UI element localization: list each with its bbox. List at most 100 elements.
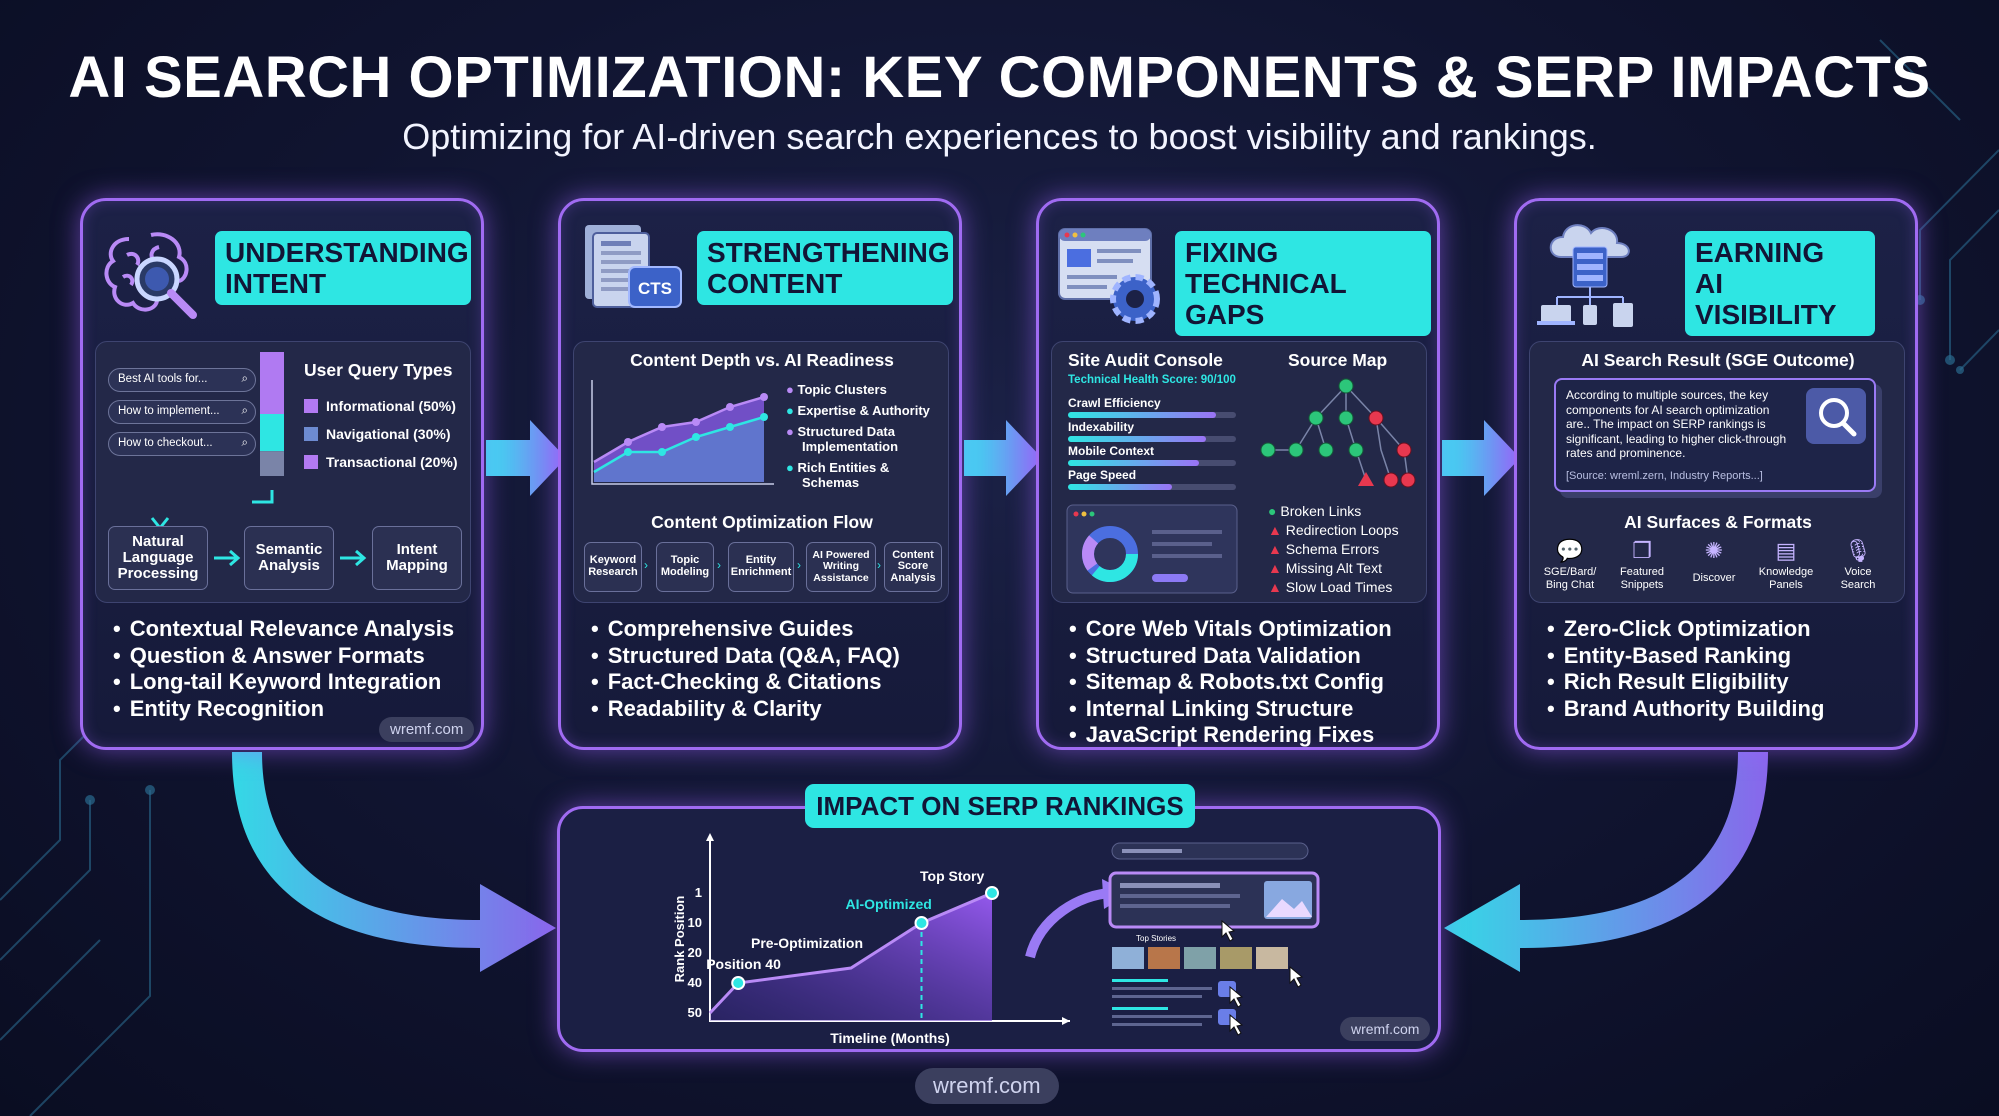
connector-arrows (486, 420, 1520, 496)
arrow-right-icon (340, 549, 367, 567)
audit-bar-label: Crawl Efficiency (1068, 396, 1161, 410)
chart-point (726, 423, 734, 431)
bar-transactional (260, 451, 284, 476)
chart-annotation: AI-Optimized (846, 896, 932, 912)
source-map-title: Source Map (1288, 350, 1388, 370)
chart-annotation: Pre-Optimization (751, 935, 863, 951)
warning-icon: ▲ (1268, 522, 1286, 538)
sge-result-source: [Source: wreml.zern, Industry Reports...… (1566, 470, 1763, 482)
query-pill[interactable]: How to checkout...⌕ (108, 432, 256, 456)
watermark-badge: wremf.com (379, 717, 475, 742)
bullet-item: Long-tail Keyword Integration (113, 669, 454, 696)
chart-point (624, 448, 632, 456)
content-depth-chart (591, 380, 774, 485)
sge-result-text: According to multiple sources, the key c… (1566, 388, 1787, 460)
chevron-right-icon: › (644, 558, 648, 572)
chart-annotation: Position 40 (706, 956, 781, 972)
bullet-item: Rich Result Eligibility (1547, 669, 1824, 696)
chart-point (658, 448, 666, 456)
rank-point (985, 886, 999, 900)
audit-bar (1068, 484, 1236, 490)
search-icon: ⌕ (241, 405, 248, 417)
monitor-gear-icon (1058, 228, 1160, 324)
flow-step-intent-mapping: Intent Mapping (372, 526, 462, 590)
audit-bar (1068, 460, 1236, 466)
flow-title: Content Optimization Flow (651, 512, 873, 532)
card-header: FIXING TECHNICAL GAPS (1175, 231, 1431, 336)
rank-line (708, 891, 993, 1015)
legend-item: ● Rich Entities & Schemas (786, 460, 890, 490)
series-1-area (594, 397, 764, 482)
audit-bar (1068, 412, 1236, 418)
chart-point (726, 403, 734, 411)
query-pill[interactable]: How to implement...⌕ (108, 400, 256, 424)
card-strengthening-content: CTS STRENGTHENING CONTENT Content Depth … (558, 198, 962, 750)
query-pill[interactable]: Best AI tools for...⌕ (108, 368, 256, 392)
audit-bar-label: Indexability (1068, 420, 1135, 434)
warning-icon: ▲ (1268, 541, 1286, 557)
brain-magnifier-icon (104, 232, 197, 319)
cursor-icon (1221, 919, 1304, 1036)
y-axis-label: Rank Position (672, 896, 687, 983)
chat-icon: 💬 (1556, 538, 1584, 563)
audit-bar-fill (1068, 484, 1173, 490)
audit-bar-fill (1068, 412, 1216, 418)
bullet-list: Comprehensive Guides Structured Data (Q&… (591, 616, 900, 722)
chart-point (658, 423, 666, 431)
surface-item[interactable]: ✺Discover (1676, 538, 1752, 584)
series-1-line (593, 395, 765, 464)
chart-point (692, 433, 700, 441)
bar-informational (260, 352, 284, 414)
bullet-item: Comprehensive Guides (591, 616, 900, 643)
cloud-network-icon (1537, 224, 1633, 327)
content-panel: Content Depth vs. AI Readiness ● Topic C… (573, 341, 949, 603)
audit-bar (1068, 436, 1236, 442)
bullet-list: Core Web Vitals Optimization Structured … (1069, 616, 1392, 749)
source-map-tree (1260, 378, 1416, 488)
flow-step: AI Powered Writing Assistance (806, 542, 876, 592)
bullet-item: Sitemap & Robots.txt Config (1069, 669, 1392, 696)
surface-item[interactable]: ❐Featured Snippets (1604, 538, 1680, 592)
content-chart-legend: ● Topic Clusters ● Expertise & Authority… (786, 382, 930, 490)
cts-label: CTS (638, 279, 672, 298)
curved-arrow-right (1444, 752, 1768, 972)
health-score: Technical Health Score: 90/100 (1068, 374, 1236, 386)
series-2-line (593, 415, 765, 474)
search-icon: ⌕ (241, 437, 248, 449)
bullet-item: Question & Answer Formats (113, 643, 454, 670)
visibility-panel: AI Search Result (SGE Outcome) According… (1529, 341, 1905, 603)
watermark-badge: wremf.com (1340, 1017, 1431, 1041)
y-tick-label: 50 (688, 1005, 702, 1020)
audit-bar-label: Mobile Context (1068, 444, 1154, 458)
y-tick-label: 20 (688, 945, 702, 960)
surface-item[interactable]: 🎙Voice Search (1820, 538, 1896, 592)
y-tick-label: 1 (695, 885, 702, 900)
legend-item: Transactional (20%) (304, 448, 458, 476)
card-earning-ai-visibility: EARNING AI VISIBILITY AI Search Result (… (1514, 198, 1918, 750)
legend-item: ● Expertise & Authority (786, 403, 930, 418)
flow-step-nlp: Natural Language Processing (108, 526, 208, 590)
bullet-item: Zero-Click Optimization (1547, 616, 1824, 643)
flow-step: Keyword Research (584, 542, 642, 592)
surface-item[interactable]: ▤Knowledge Panels (1748, 538, 1824, 592)
surface-item[interactable]: 💬SGE/Bard/ Bing Chat (1532, 538, 1608, 592)
chevron-right-icon: › (797, 558, 801, 572)
bullet-list: Zero-Click Optimization Entity-Based Ran… (1547, 616, 1825, 722)
flow-step: Content Score Analysis (884, 542, 942, 592)
chevron-right-icon: › (877, 558, 881, 572)
query-types-bar (252, 352, 284, 504)
intent-panel: Best AI tools for...⌕ How to implement..… (95, 341, 471, 603)
legend-item: Navigational (30%) (304, 420, 458, 448)
serp-mockup: Top Stories (1025, 842, 1320, 1036)
page-title: AI SEARCH OPTIMIZATION: KEY COMPONENTS &… (68, 45, 1931, 110)
dashboard-window (1066, 504, 1238, 594)
footer-watermark: wremf.com (915, 1068, 1059, 1104)
chart-point (760, 393, 768, 401)
card-fixing-technical-gaps: FIXING TECHNICAL GAPS Site Audit Console… (1036, 198, 1440, 750)
y-tick-label: 40 (688, 975, 702, 990)
magnifier-icon (1806, 388, 1866, 444)
top-stories-label: Top Stories (1136, 934, 1176, 943)
sge-result-card[interactable]: According to multiple sources, the key c… (1554, 378, 1876, 492)
